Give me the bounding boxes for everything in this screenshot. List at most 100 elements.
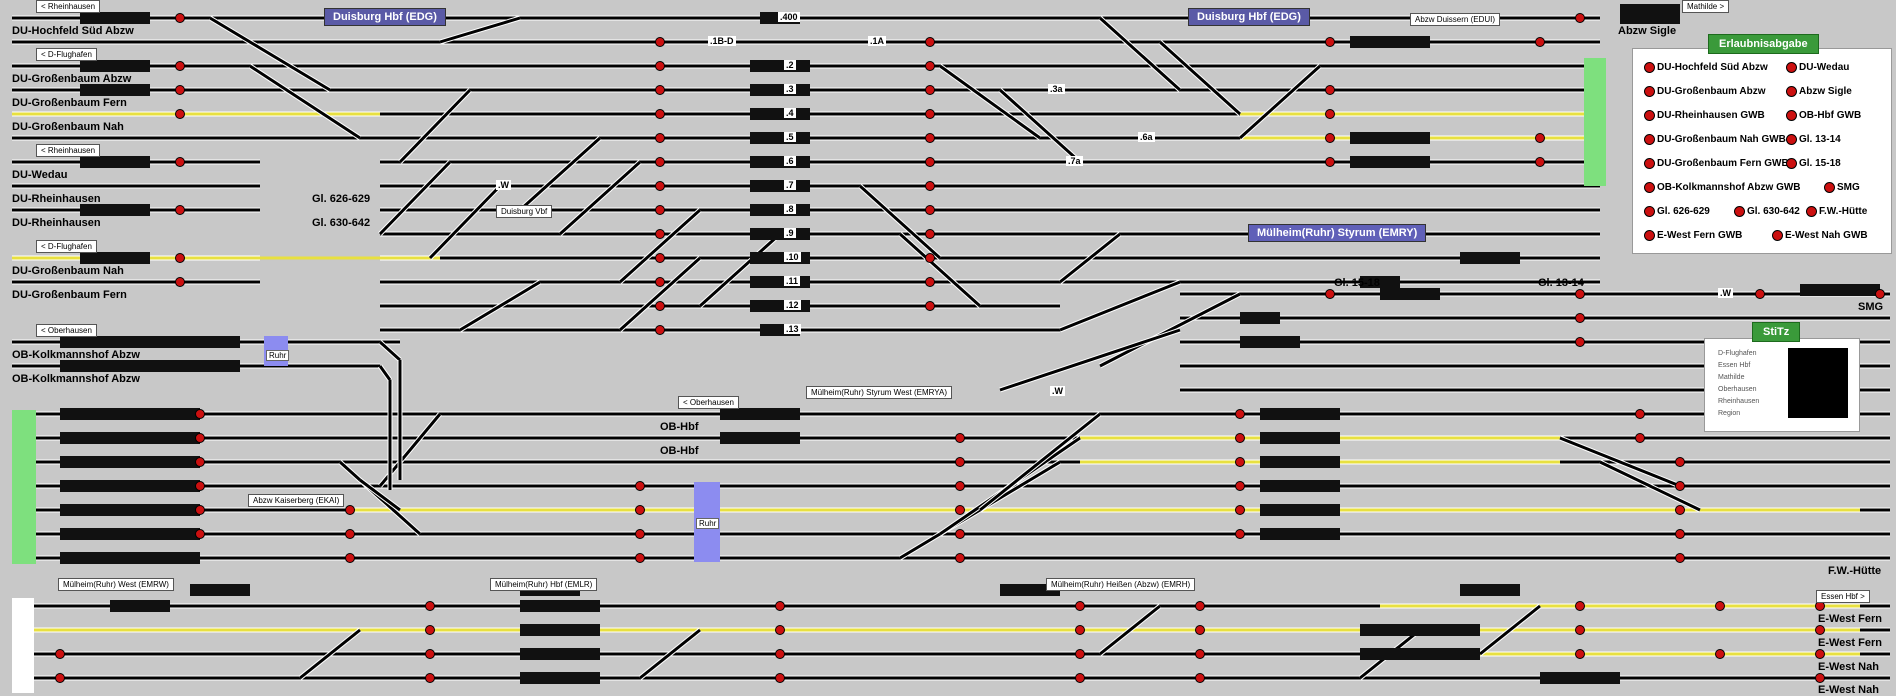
dir-box-abzw-kaiserberg[interactable]: Abzw Kaiserberg (EKAI) (248, 494, 345, 507)
erlaubnis-item[interactable]: F.W.-Hütte (1806, 206, 1867, 217)
erlaubnis-item[interactable]: DU-Großenbaum Nah GWB (1644, 134, 1786, 145)
signal-icon (955, 433, 965, 443)
signal-dot-icon (1786, 86, 1797, 97)
block-display (60, 480, 200, 492)
station-duisburg-hbf-left[interactable]: Duisburg Hbf (EDG) (324, 8, 446, 26)
signal-icon (1535, 133, 1545, 143)
track-number-5: .5 (784, 132, 796, 142)
erlaubnis-item[interactable]: Gl. 15-18 (1786, 158, 1841, 169)
dir-box-rheinhausen-1[interactable]: < Rheinhausen (36, 0, 101, 13)
track-number-8: .8 (784, 204, 796, 214)
block-display (80, 84, 150, 96)
block-display (750, 204, 810, 216)
erlaubnis-item[interactable]: OB-Hbf GWB (1786, 110, 1861, 121)
signal-icon (1235, 457, 1245, 467)
erlaubnis-item[interactable]: SMG (1824, 182, 1860, 193)
line-label-e-west-fern-2: E-West Fern (1818, 637, 1882, 649)
track-segment (378, 160, 452, 236)
dir-box-mathilde[interactable]: Mathilde > (1682, 0, 1730, 13)
erlaubnis-item[interactable]: Abzw Sigle (1786, 86, 1852, 97)
signal-icon (655, 253, 665, 263)
dir-box-oberhausen-2[interactable]: < Oberhausen (678, 396, 739, 409)
track-segment (428, 184, 502, 260)
erlaubnis-item[interactable]: Gl. 626-629 (1644, 206, 1710, 217)
dir-box-oberhausen-1[interactable]: < Oberhausen (36, 324, 97, 337)
signal-icon (195, 529, 205, 539)
signal-dot-icon (1772, 230, 1783, 241)
erlaubnis-item[interactable]: Gl. 630-642 (1734, 206, 1800, 217)
signal-icon (655, 181, 665, 191)
block-display (1360, 276, 1400, 288)
signal-icon (1875, 289, 1885, 299)
signal-icon (925, 229, 935, 239)
dir-box-muelheim-heissen[interactable]: Mülheim(Ruhr) Heißen (Abzw) (EMRH) (1046, 578, 1196, 591)
track-segment (518, 136, 602, 212)
signal-icon (775, 601, 785, 611)
track-segment (1599, 460, 1701, 512)
block-display (750, 228, 810, 240)
erlaubnis-item-label: DU-Hochfeld Süd Abzw (1657, 62, 1768, 74)
erlaubnis-panel (1632, 48, 1892, 254)
signal-icon (175, 61, 185, 71)
erlaubnis-item-label: OB-Hbf GWB (1799, 110, 1862, 122)
signal-icon (1075, 673, 1085, 683)
block-display (1260, 432, 1340, 444)
stitz-item: Region (1718, 410, 1741, 417)
dir-box-duisburg-vbf[interactable]: Duisburg Vbf (496, 205, 553, 218)
block-display (1260, 480, 1340, 492)
line-label-e-west-fern-1: E-West Fern (1818, 613, 1882, 625)
erlaubnis-item[interactable]: DU-Rheinhausen GWB (1644, 110, 1765, 121)
block-display (1260, 408, 1340, 420)
signal-icon (1325, 37, 1335, 47)
line-label-e-west-nah-2: E-West Nah (1818, 684, 1879, 696)
signal-icon (55, 649, 65, 659)
block-display (60, 360, 240, 372)
dir-box-d-flughafen-1[interactable]: < D-Flughafen (36, 48, 97, 61)
signal-icon (1535, 157, 1545, 167)
station-muelheim-styrum[interactable]: Mülheim(Ruhr) Styrum (EMRY) (1248, 224, 1427, 242)
dir-box-d-flughafen-2[interactable]: < D-Flughafen (36, 240, 97, 253)
track-number-1a: .1A (868, 36, 887, 46)
dir-box-essen-hbf[interactable]: Essen Hbf > (1816, 590, 1870, 603)
track-number-12: .12 (784, 300, 801, 310)
erlaubnis-item[interactable]: OB-Kolkmannshof Abzw GWB (1644, 182, 1801, 193)
erlaubnis-item[interactable]: DU-Hochfeld Süd Abzw (1644, 62, 1768, 73)
stitz-title: StiTz (1752, 322, 1801, 342)
track-number-2: .2 (784, 60, 796, 70)
track-number-11: .11 (784, 276, 801, 286)
station-duisburg-hbf-right[interactable]: Duisburg Hbf (EDG) (1188, 8, 1310, 26)
stitz-item: Essen Hbf (1718, 362, 1751, 369)
block-display (750, 252, 810, 264)
track-segment (618, 256, 702, 332)
signal-icon (925, 133, 935, 143)
dir-box-rheinhausen-2[interactable]: < Rheinhausen (36, 144, 101, 157)
signal-dot-icon (1644, 62, 1655, 73)
block-display (750, 300, 810, 312)
block-display (60, 336, 240, 348)
line-label-e-west-nah-1: E-West Nah (1818, 661, 1879, 673)
block-display (80, 156, 150, 168)
dir-box-muelheim-styrum-west[interactable]: Mülheim(Ruhr) Styrum West (EMRYA) (806, 386, 953, 399)
erlaubnis-item[interactable]: DU-Großenbaum Fern GWB (1644, 158, 1789, 169)
block-display (520, 600, 600, 612)
dir-box-abzw-duissern[interactable]: Abzw Duissern (EDUI) (1410, 13, 1501, 26)
signal-icon (1675, 529, 1685, 539)
signal-icon (1815, 649, 1825, 659)
erlaubnis-item[interactable]: DU-Großenbaum Abzw (1644, 86, 1766, 97)
erlaubnis-item[interactable]: DU-Wedau (1786, 62, 1849, 73)
track-number-w-1: .W (496, 180, 511, 190)
signal-icon (925, 37, 935, 47)
track-segment (1238, 64, 1322, 140)
dir-box-muelheim-hbf[interactable]: Mülheim(Ruhr) Hbf (EMLR) (490, 578, 598, 591)
track-number-7a: .7a (1066, 156, 1083, 166)
line-label-gl-13-14: Gl. 13-14 (1538, 277, 1584, 289)
block-display (1460, 584, 1520, 596)
block-display (1350, 156, 1430, 168)
stitz-item: Oberhausen (1718, 386, 1757, 393)
erlaubnis-item[interactable]: E-West Fern GWB (1644, 230, 1742, 241)
erlaubnis-item[interactable]: E-West Nah GWB (1772, 230, 1868, 241)
dir-box-muelheim-west[interactable]: Mülheim(Ruhr) West (EMRW) (58, 578, 174, 591)
signal-icon (635, 481, 645, 491)
signal-icon (655, 61, 665, 71)
erlaubnis-item[interactable]: Gl. 13-14 (1786, 134, 1841, 145)
